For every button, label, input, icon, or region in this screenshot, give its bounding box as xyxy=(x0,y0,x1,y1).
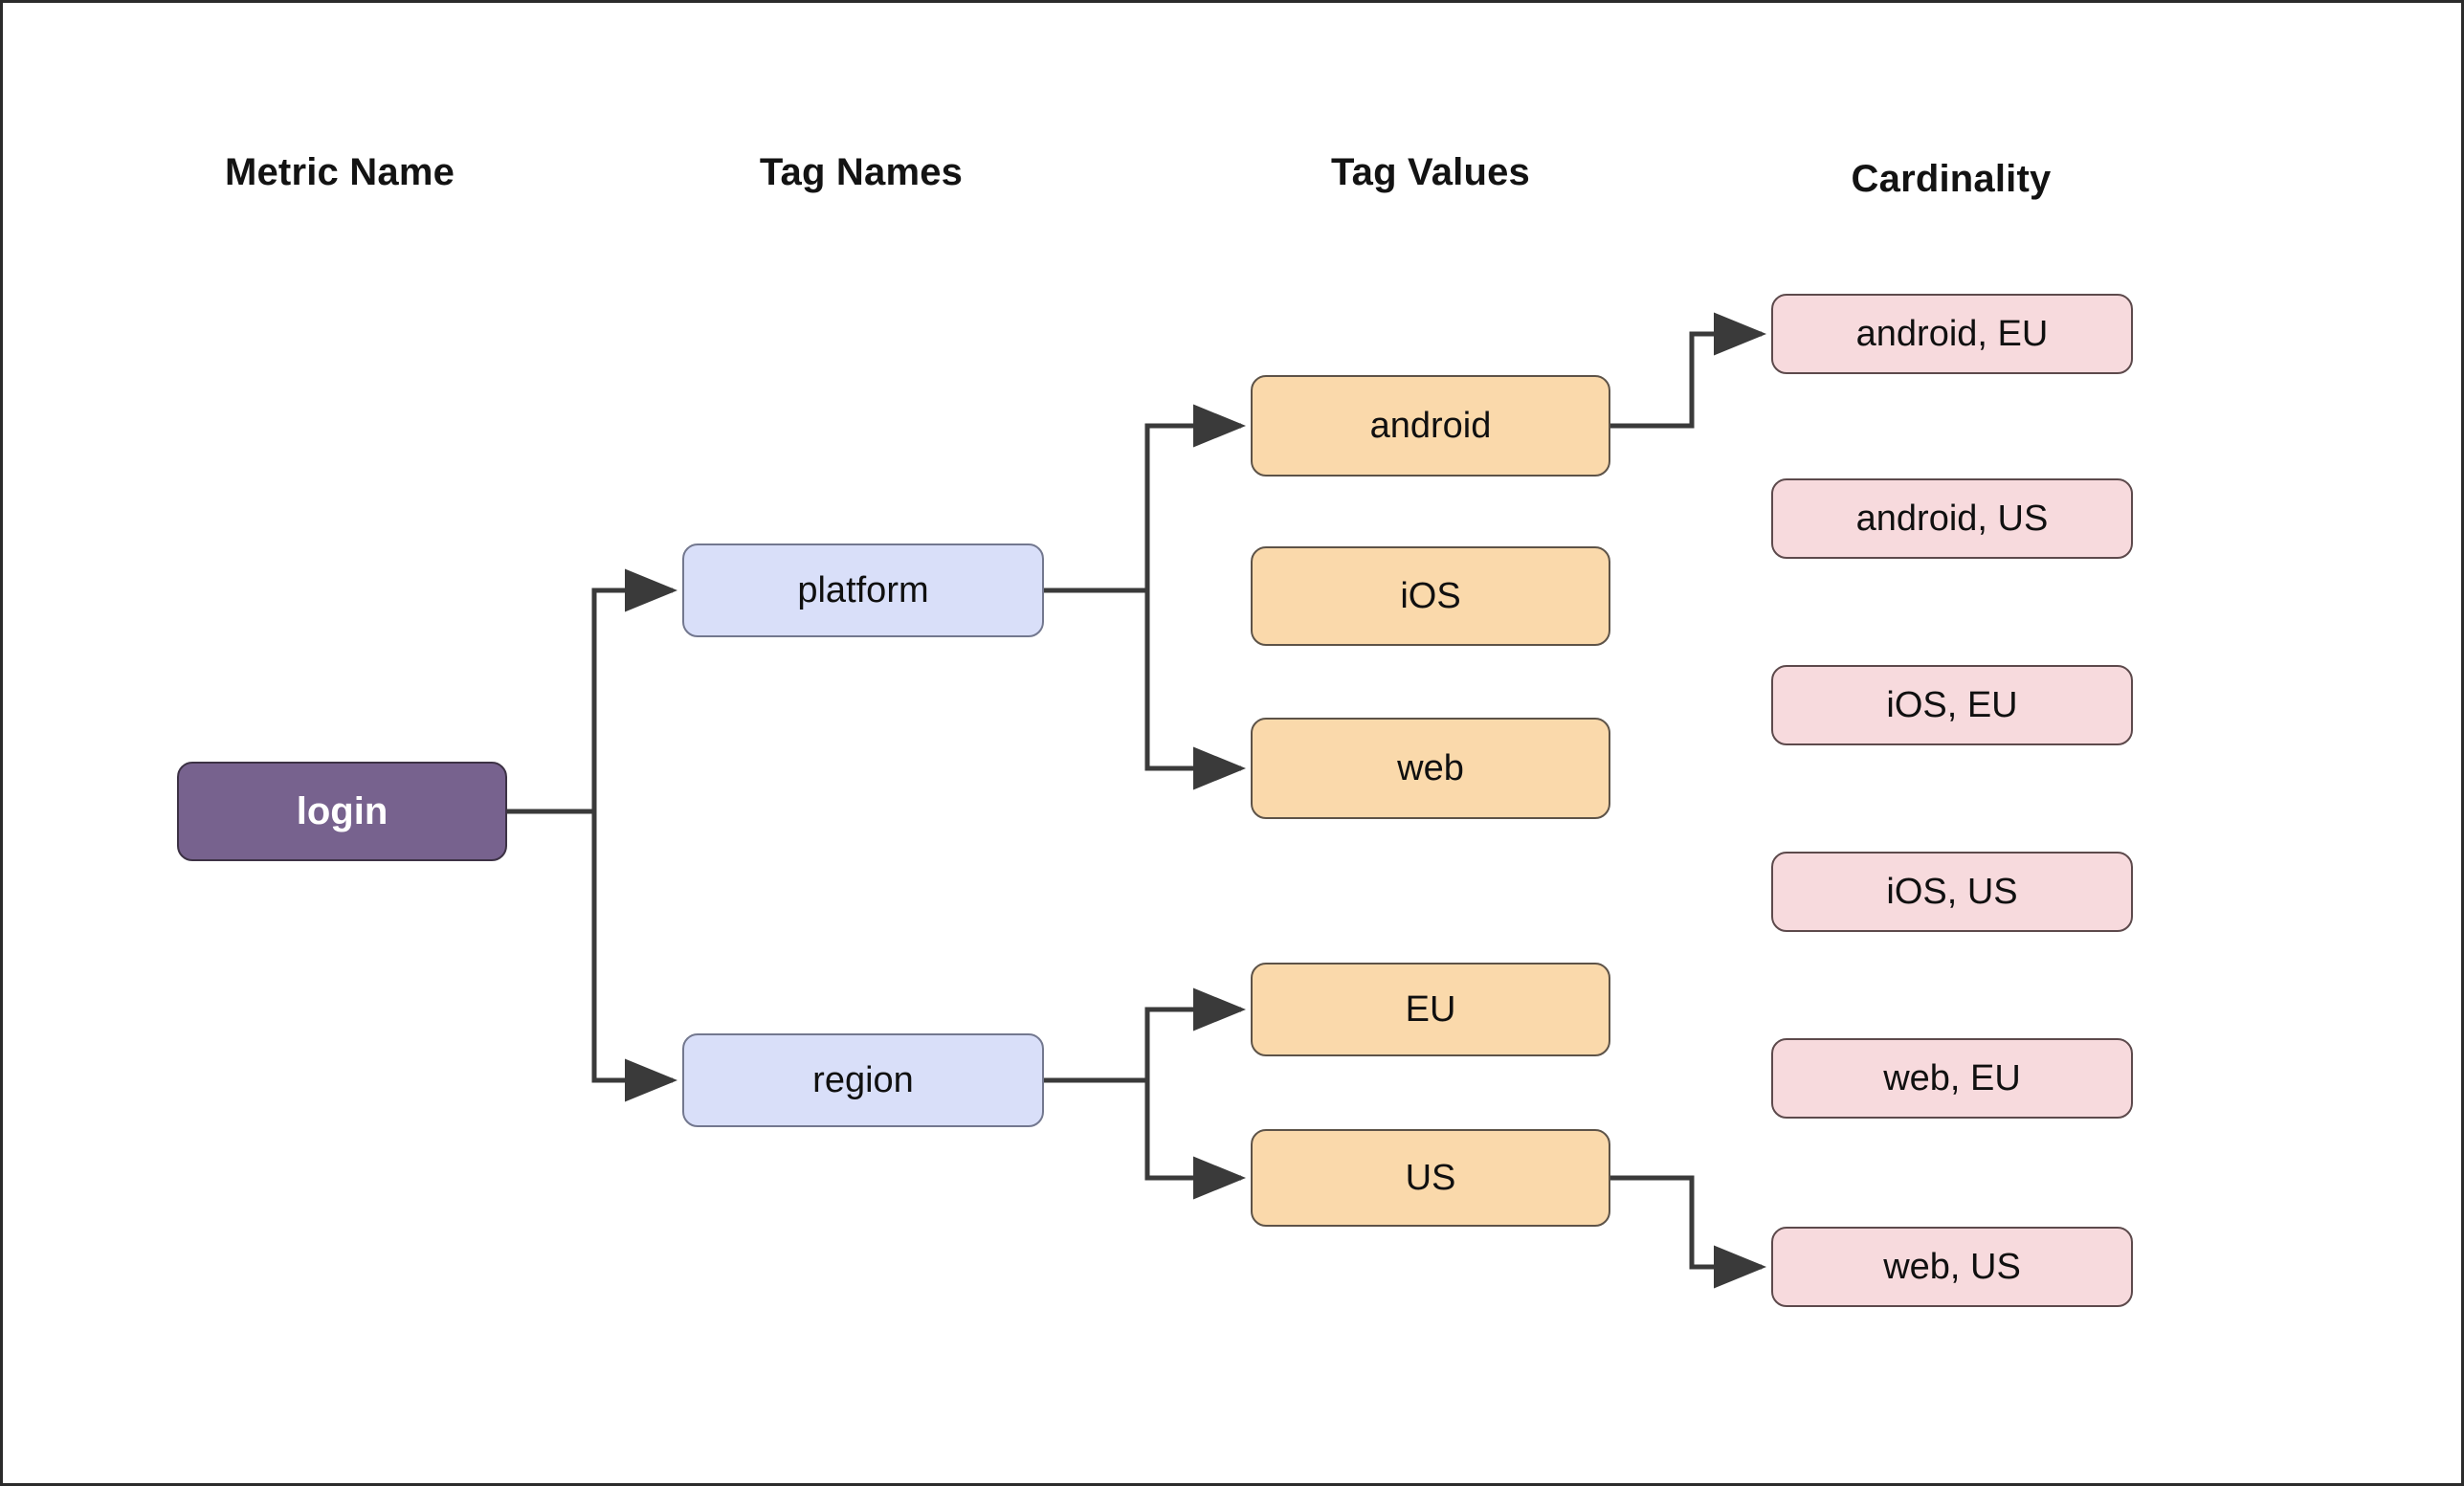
column-header-tag-values: Tag Values xyxy=(1330,151,1531,193)
node-platform[interactable]: platform xyxy=(682,543,1044,637)
column-header-metric-name: Metric Name xyxy=(224,151,455,193)
edge-platform-android xyxy=(1144,404,1246,590)
node-ios-eu[interactable]: iOS, EU xyxy=(1771,665,2133,745)
node-ios[interactable]: iOS xyxy=(1251,546,1610,646)
node-us[interactable]: US xyxy=(1251,1129,1610,1227)
edge-platform-web xyxy=(1144,590,1246,790)
node-eu[interactable]: EU xyxy=(1251,963,1610,1056)
edge-region-us xyxy=(1144,1080,1246,1200)
edge-android-cardinality xyxy=(1610,312,1766,429)
edge-region-eu xyxy=(1144,987,1246,1080)
node-android-us[interactable]: android, US xyxy=(1771,478,2133,559)
column-header-tag-names: Tag Names xyxy=(759,151,964,193)
column-header-cardinality: Cardinality xyxy=(1851,158,2052,200)
connector-layer xyxy=(507,312,1766,1289)
edge-login-region xyxy=(591,811,677,1102)
node-web-us[interactable]: web, US xyxy=(1771,1227,2133,1307)
node-login[interactable]: login xyxy=(177,762,507,861)
edge-us-cardinality xyxy=(1610,1175,1766,1289)
node-region[interactable]: region xyxy=(682,1033,1044,1127)
node-web[interactable]: web xyxy=(1251,718,1610,819)
edge-login-platform xyxy=(507,568,677,814)
node-ios-us[interactable]: iOS, US xyxy=(1771,852,2133,932)
node-web-eu[interactable]: web, EU xyxy=(1771,1038,2133,1119)
node-android[interactable]: android xyxy=(1251,375,1610,477)
node-android-eu[interactable]: android, EU xyxy=(1771,294,2133,374)
